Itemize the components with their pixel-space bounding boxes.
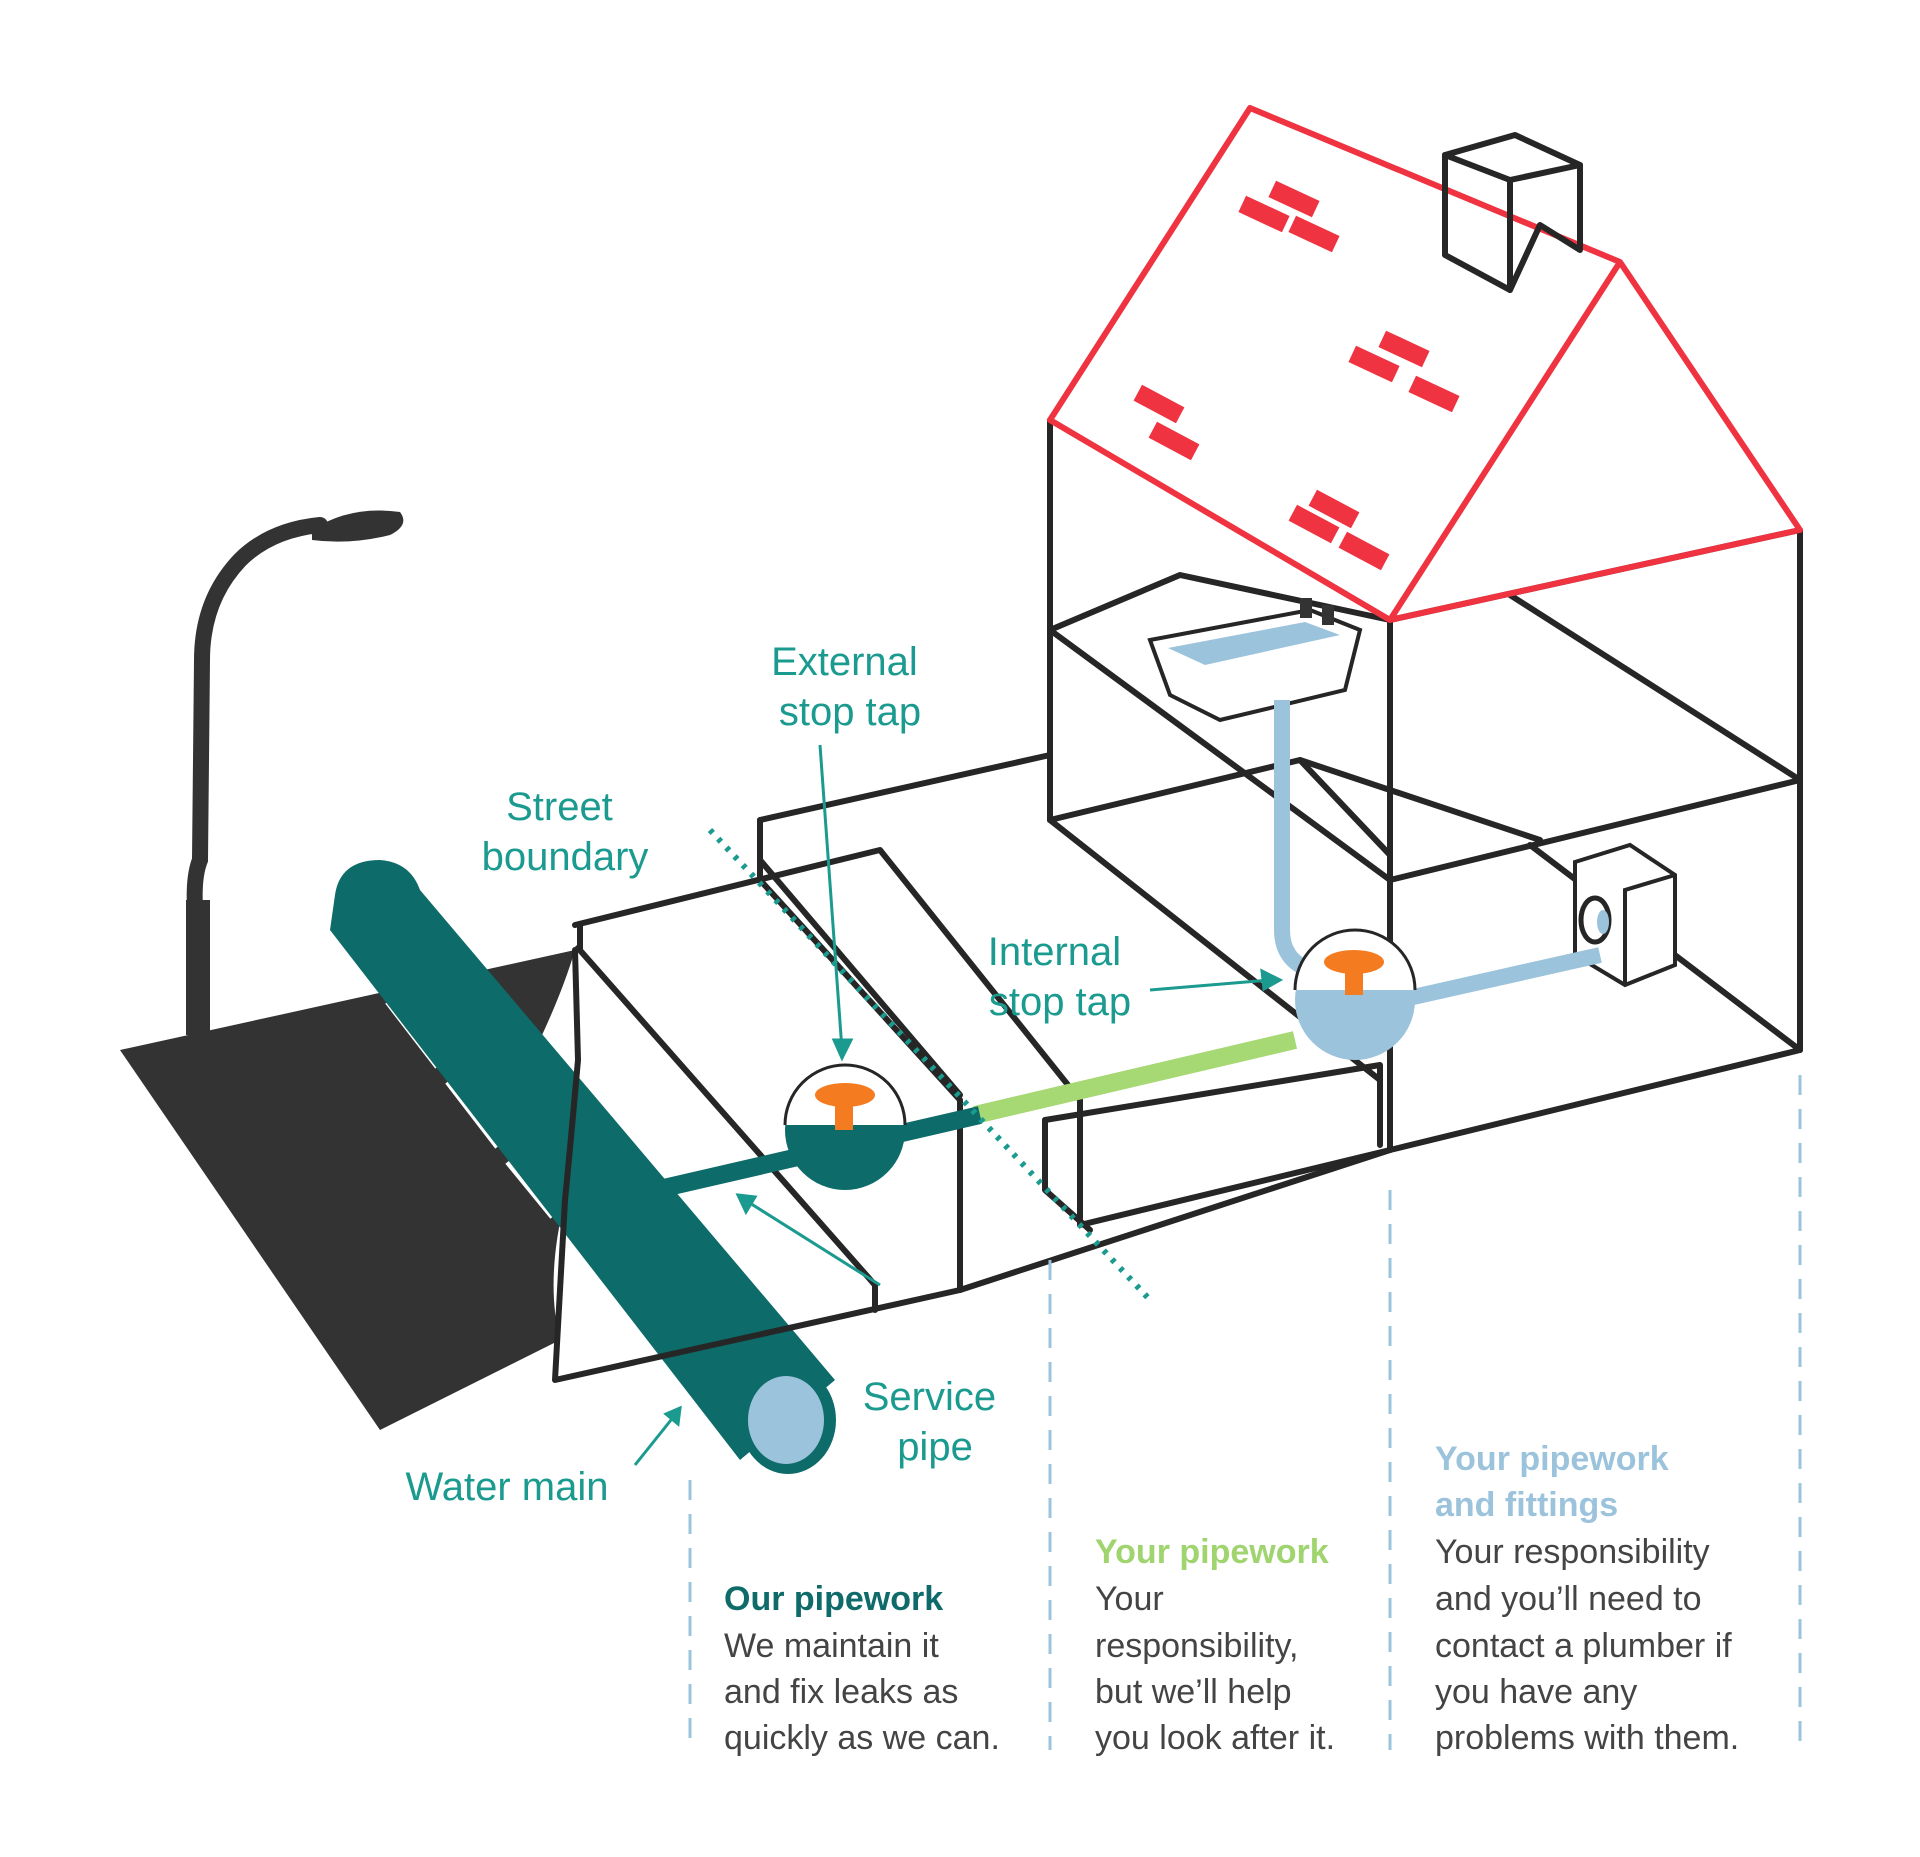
street-lamp-icon: [186, 510, 404, 1038]
section-your-fittings-body: Your responsibility and you’ll need to c…: [1435, 1533, 1741, 1757]
section-our-pipework-heading: Our pipework: [724, 1580, 943, 1618]
section-your-pipework-body-line: Your: [1095, 1580, 1164, 1618]
internal-stop-tap-label-line2: stop tap: [989, 980, 1131, 1024]
label-arrows: [633, 744, 1284, 1466]
chimney-icon: [1442, 132, 1583, 293]
internal-stop-tap-label-line1: Internal: [988, 930, 1121, 974]
fittings-pipes: [1274, 700, 1602, 1060]
section-your-fittings-body-line: you have any: [1435, 1673, 1637, 1711]
external-stop-tap-label-line2: stop tap: [779, 690, 921, 734]
section-our-pipework-body-line: quickly as we can.: [724, 1719, 1000, 1757]
section-our-pipework-body: We maintain it and fix leaks as quickly …: [724, 1627, 1000, 1757]
roof: [1047, 105, 1803, 623]
customer-service-pipe: [972, 1031, 1298, 1124]
section-your-fittings-body-line: contact a plumber if: [1435, 1627, 1732, 1665]
section-our-pipework-body-line: We maintain it: [724, 1627, 939, 1665]
external-stop-tap-label: External stop tap: [771, 640, 929, 734]
roof-tiles: [1133, 180, 1460, 571]
section-our-pipework-body-line: and fix leaks as: [724, 1673, 958, 1711]
street-boundary-label-line2: boundary: [482, 835, 649, 879]
external-stop-tap-label-line1: External: [771, 640, 918, 684]
section-dividers: [688, 1075, 1802, 1750]
street-boundary-label: Street boundary: [482, 785, 649, 879]
section-your-pipework-body-line: responsibility,: [1095, 1627, 1298, 1665]
service-pipe-label-line2: pipe: [897, 1425, 973, 1469]
service-pipe-label: Service pipe: [863, 1375, 1008, 1469]
section-your-pipework-body-line: you look after it.: [1095, 1719, 1335, 1757]
section-your-pipework-body: Your responsibility, but we’ll help you …: [1095, 1580, 1335, 1757]
external-stop-tap-valve-icon: [783, 1063, 907, 1190]
section-your-pipework-heading: Your pipework: [1095, 1533, 1329, 1571]
street-boundary-label-line1: Street: [506, 785, 613, 829]
section-your-fittings-heading-line2: and fittings: [1435, 1486, 1618, 1524]
section-your-fittings-body-line: Your responsibility: [1435, 1533, 1710, 1571]
bath-icon: [1147, 598, 1363, 723]
section-your-fittings-body-line: problems with them.: [1435, 1719, 1739, 1757]
section-your-fittings-heading-line1: Your pipework: [1435, 1440, 1669, 1478]
service-pipe-label-line1: Service: [863, 1375, 996, 1419]
section-your-fittings-body-line: and you’ll need to: [1435, 1580, 1702, 1618]
internal-stop-tap-valve-icon: [1324, 950, 1384, 995]
water-main-label: Water main: [405, 1465, 608, 1509]
water-main-pipe: [330, 860, 836, 1474]
section-your-pipework-body-line: but we’ll help: [1095, 1673, 1292, 1711]
house-outline: [1047, 417, 1803, 1153]
internal-stop-tap-label: Internal stop tap: [988, 930, 1133, 1024]
section-your-fittings-heading: Your pipework and fittings: [1435, 1440, 1678, 1524]
